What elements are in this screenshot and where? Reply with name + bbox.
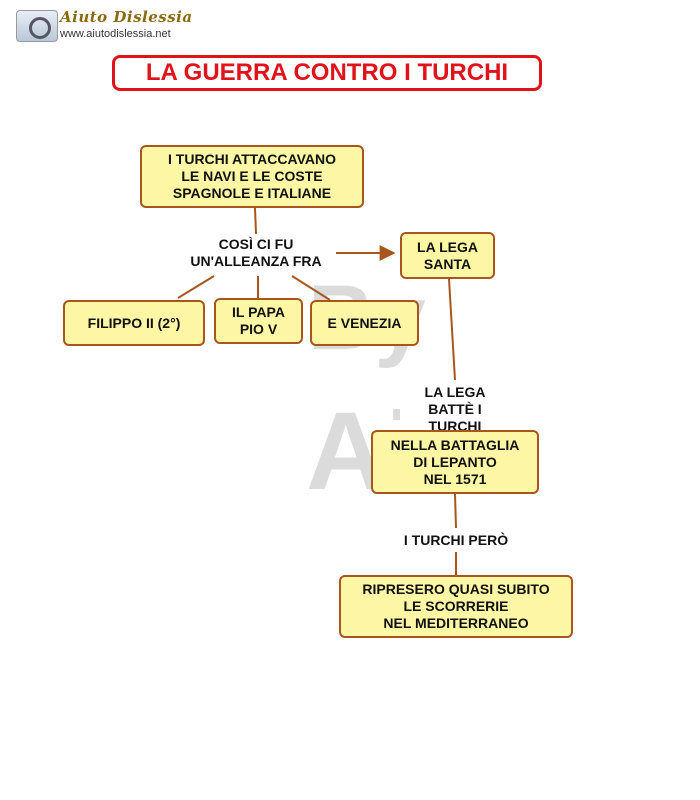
site-logo[interactable]: Aiuto Dislessia www.aiutodislessia.net [16,8,192,44]
line-venezia [291,275,331,301]
node-lega-santa: LA LEGA SANTA [400,232,495,279]
node-venezia: E VENEZIA [310,300,419,346]
title-box: LA GUERRA CONTRO I TURCHI [112,55,542,91]
label-turchi-pero: I TURCHI PERÒ [386,532,526,549]
node-battaglia: NELLA BATTAGLIA DI LEPANTO NEL 1571 [371,430,539,494]
line-santa-lega [448,278,456,381]
logo-title: Aiuto Dislessia [60,8,193,26]
node-papa: IL PAPA PIO V [214,298,303,344]
line-turchi-alleanza [254,207,257,235]
node-turchi-attaccavano: I TURCHI ATTACCAVANO LE NAVI E LE COSTE … [140,145,364,208]
node-ripresero: RIPRESERO QUASI SUBITO LE SCORRERIE NEL … [339,575,573,638]
line-battaglia-pero [454,493,457,529]
node-filippo: FILIPPO II (2°) [63,300,205,346]
page-title: LA GUERRA CONTRO I TURCHI [145,59,509,86]
logo-url: www.aiutodislessia.net [60,28,171,40]
line-filippo [177,275,215,299]
label-lega-batte: LA LEGA BATTÈ I TURCHI [400,384,510,435]
book-magnifier-icon [16,10,58,42]
label-alleanza: COSÌ CI FU UN'ALLEANZA FRA [176,236,336,270]
